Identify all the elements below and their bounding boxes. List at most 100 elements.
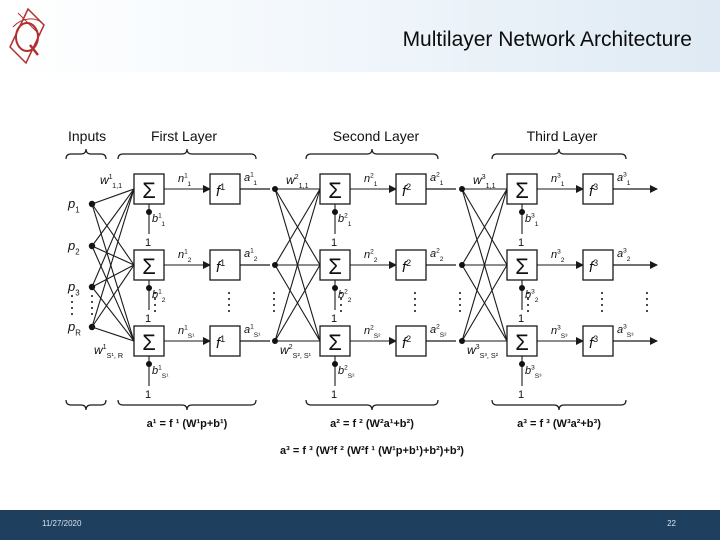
layer-ellipsis-dot: [340, 304, 342, 306]
layer-label-2: Second Layer: [333, 128, 420, 144]
sum-box-L3-3: [506, 325, 538, 357]
transfer-box-L2-1: [395, 173, 427, 205]
bias-label-L3-1: b31: [525, 213, 539, 228]
weight-line-L1: [91, 188, 135, 205]
layer-ellipsis-dot: [414, 292, 416, 294]
layer-equation-3: a³ = f ³ (W³a²+b³): [517, 418, 601, 430]
weight-line-L1: [91, 203, 135, 342]
logo-icon: [9, 7, 45, 65]
input-ellipsis-dot: [71, 307, 73, 309]
output-label-L1-3: a1S¹: [244, 324, 261, 339]
layer-ellipsis-dot: [228, 298, 230, 300]
sum-symbol: Σ: [328, 330, 342, 355]
layer-ellipsis-dot: [459, 310, 461, 312]
layer-ellipsis-dot: [527, 292, 529, 294]
input-ellipsis-dot: [91, 301, 93, 303]
layer-ellipsis-dot: [228, 292, 230, 294]
weight-line-L2: [274, 264, 321, 342]
sum-box-L2-3: [319, 325, 351, 357]
input-label-1: p1: [67, 196, 80, 215]
layer-ellipsis-dot: [527, 310, 529, 312]
input-ellipsis-dot: [91, 295, 93, 297]
layer-ellipsis-dot: [340, 292, 342, 294]
net-label-L2-2: n22: [364, 249, 378, 264]
weight-line-L1: [91, 188, 135, 328]
sum-symbol: Σ: [142, 254, 156, 279]
input-ellipsis-dot: [71, 301, 73, 303]
net-label-L1-1: n11: [178, 173, 191, 188]
layer-ellipsis-dot: [646, 292, 648, 294]
weight-line-L1: [91, 264, 135, 328]
output-label-L2-2: a22: [430, 248, 444, 263]
net-label-L2-3: n2S²: [364, 325, 381, 340]
transfer-box-L3-2: [582, 249, 614, 281]
bias-one-label: 1: [331, 237, 337, 249]
weight-line-L1: [91, 245, 135, 342]
sum-symbol: Σ: [142, 178, 156, 203]
layer-ellipsis-dot: [459, 304, 461, 306]
page-number: 22: [667, 519, 676, 528]
layer-ellipsis-dot: [601, 310, 603, 312]
net-label-L3-3: n3S³: [551, 325, 568, 340]
weight-line-L1: [91, 264, 135, 288]
sum-symbol: Σ: [142, 330, 156, 355]
transfer-label-L2: f2: [402, 334, 411, 352]
bias-one-label: 1: [518, 313, 524, 325]
sum-symbol: Σ: [515, 178, 529, 203]
bias-one-label: 1: [145, 313, 151, 325]
layer-ellipsis-dot: [228, 304, 230, 306]
weight-line-L1: [91, 203, 135, 266]
layer-ellipsis-dot: [228, 310, 230, 312]
layer-input-node-L2: [272, 338, 278, 344]
sum-box-L2-1: [319, 173, 351, 205]
transfer-label-L3: f3: [589, 258, 598, 276]
layer-equation-1: a¹ = f ¹ (W¹p+b¹): [147, 418, 228, 430]
slide-title: Multilayer Network Architecture: [402, 28, 692, 51]
layer-ellipsis-dot: [154, 304, 156, 306]
transfer-label-L2: f2: [402, 258, 411, 276]
layer-ellipsis-dot: [646, 310, 648, 312]
bias-one-label: 1: [145, 237, 151, 249]
weight-line-L1: [91, 188, 135, 288]
output-label-L3-3: a3S³: [617, 324, 634, 339]
layer-ellipsis-dot: [601, 292, 603, 294]
layer-1-top-brace: [117, 148, 257, 160]
transfer-label-L2: f2: [402, 182, 411, 200]
bias-node: [332, 209, 338, 215]
output-label-L2-1: a21: [430, 172, 444, 187]
bias-label-L1-3: b1S¹: [152, 365, 169, 380]
bias-label-L2-2: b22: [338, 289, 352, 304]
layer-input-node-L3: [459, 186, 465, 192]
layer-label-1: First Layer: [151, 128, 217, 144]
bias-one-label: 1: [145, 389, 151, 401]
transfer-label-L3: f3: [589, 182, 598, 200]
layer-2-top-brace: [305, 148, 439, 160]
layer-input-node-L2: [272, 262, 278, 268]
layer-ellipsis-dot: [273, 310, 275, 312]
output-label-L1-1: a11: [244, 172, 257, 187]
bias-node: [332, 285, 338, 291]
layer-ellipsis-dot: [414, 298, 416, 300]
weight-line-L3: [461, 188, 508, 266]
input-ellipsis-dot: [91, 307, 93, 309]
input-label-R: pR: [67, 319, 81, 338]
full-equation: a³ = f ³ (W³f ² (W²f ¹ (W¹p+b¹)+b²)+b³): [280, 445, 464, 457]
weight-first-label-L3: w31,1: [473, 172, 496, 190]
input-ellipsis-dot: [71, 295, 73, 297]
weight-line-L1: [91, 286, 135, 342]
input-label-2: p2: [67, 238, 80, 257]
sum-symbol: Σ: [328, 178, 342, 203]
weight-last-label-L3: w3S³, S²: [467, 342, 499, 360]
layer-ellipsis-dot: [601, 304, 603, 306]
weight-line-L3: [461, 188, 508, 342]
weight-first-label-L2: w21,1: [286, 172, 309, 190]
layer-ellipsis-dot: [646, 298, 648, 300]
footer-date: 11/27/2020: [42, 519, 82, 528]
bias-one-label: 1: [518, 237, 524, 249]
input-ellipsis-dot: [71, 313, 73, 315]
slide-footer: 11/27/2020 22: [0, 510, 720, 540]
bias-label-L2-3: b2S²: [338, 365, 355, 380]
layer-ellipsis-dot: [273, 298, 275, 300]
transfer-box-L1-1: [209, 173, 241, 205]
